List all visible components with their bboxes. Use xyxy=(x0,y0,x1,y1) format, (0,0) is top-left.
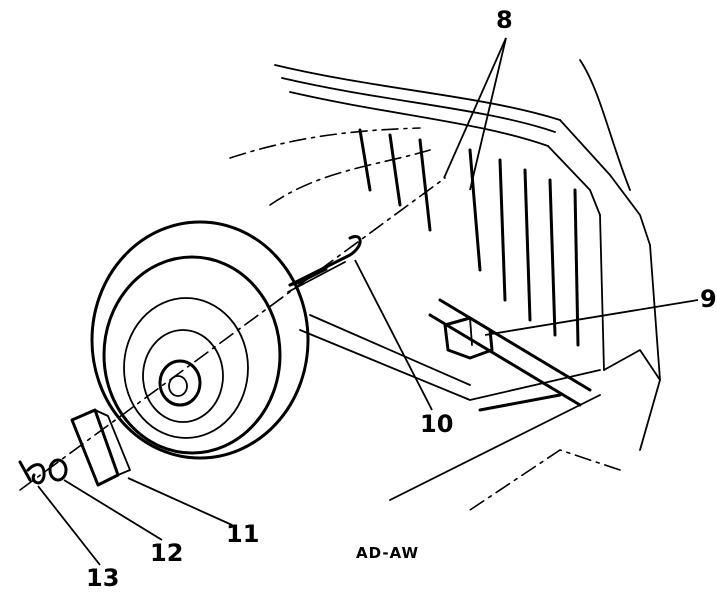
callout-12: 12 xyxy=(150,539,184,567)
figure-code: AD-AW xyxy=(356,544,420,562)
washer-and-clip xyxy=(18,458,68,485)
spare-tire xyxy=(90,220,310,460)
callout-9: 9 xyxy=(700,285,717,313)
callout-13: 13 xyxy=(86,564,120,592)
bed-ribs xyxy=(358,128,592,412)
callout-10: 10 xyxy=(420,410,454,438)
callout-11: 11 xyxy=(226,520,260,548)
callout-8: 8 xyxy=(496,6,513,34)
truck-bed xyxy=(229,59,661,511)
assembly-axis xyxy=(19,177,446,491)
tiedown-bracket xyxy=(443,316,494,360)
lock-block xyxy=(70,408,131,487)
retainer-rod xyxy=(287,235,362,293)
leader-lines xyxy=(37,37,699,566)
